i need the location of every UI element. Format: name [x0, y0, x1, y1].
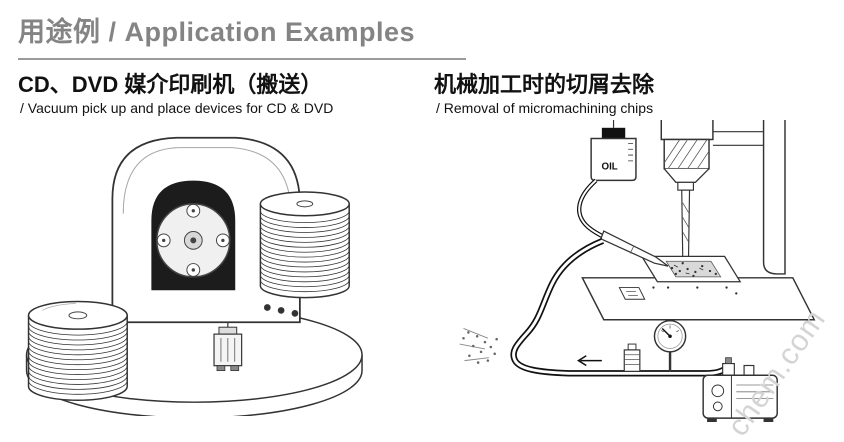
application-columns: CD、DVD 媒介印刷机（搬送） / Vacuum pick up and pl…: [0, 60, 844, 423]
chip-removal-subtitle: / Removal of micromachining chips: [436, 100, 654, 117]
inline-filter: [623, 343, 641, 373]
section-chip-removal: 机械加工时的切屑去除 / Removal of micromachining c…: [434, 70, 834, 423]
section-cd-dvd: CD、DVD 媒介印刷机（搬送） / Vacuum pick up and pl…: [18, 70, 420, 422]
vacuum-ejector-unit: [213, 322, 243, 372]
pickup-disc: [156, 203, 231, 278]
chip-removal-illustration: OIL: [434, 120, 834, 423]
cd-stack-right: [259, 191, 350, 299]
chip-removal-heading: 机械加工时的切屑去除: [434, 72, 655, 97]
oil-tube: [577, 179, 609, 242]
vacuum-hose: [510, 238, 731, 377]
chips: [652, 262, 738, 295]
work-table: [581, 256, 816, 321]
oil-bottle: OIL: [590, 120, 637, 182]
cd-dvd-heading: CD、DVD 媒介印刷机（搬送）: [18, 72, 323, 97]
cd-dvd-subtitle: / Vacuum pick up and place devices for C…: [20, 100, 334, 117]
vacuum-pump: [702, 357, 778, 423]
page-header: 用途例 / Application Examples: [0, 0, 844, 60]
blow-nozzle: [600, 230, 669, 268]
page-title: 用途例 / Application Examples: [18, 6, 466, 60]
cd-printer-drawing: [25, 137, 363, 417]
oil-label: OIL: [602, 162, 618, 173]
chip-removal-drawing: OIL: [459, 120, 816, 423]
cd-stack-left: [27, 301, 128, 402]
machine-frame: [712, 120, 786, 275]
pressure-gauge: [653, 320, 687, 372]
cd-printer-illustration: [18, 120, 420, 417]
drill-spindle: [660, 120, 714, 269]
front-panel-dots: [263, 304, 299, 318]
chip-spray: [459, 328, 498, 365]
flow-arrow-icon: [577, 355, 602, 367]
